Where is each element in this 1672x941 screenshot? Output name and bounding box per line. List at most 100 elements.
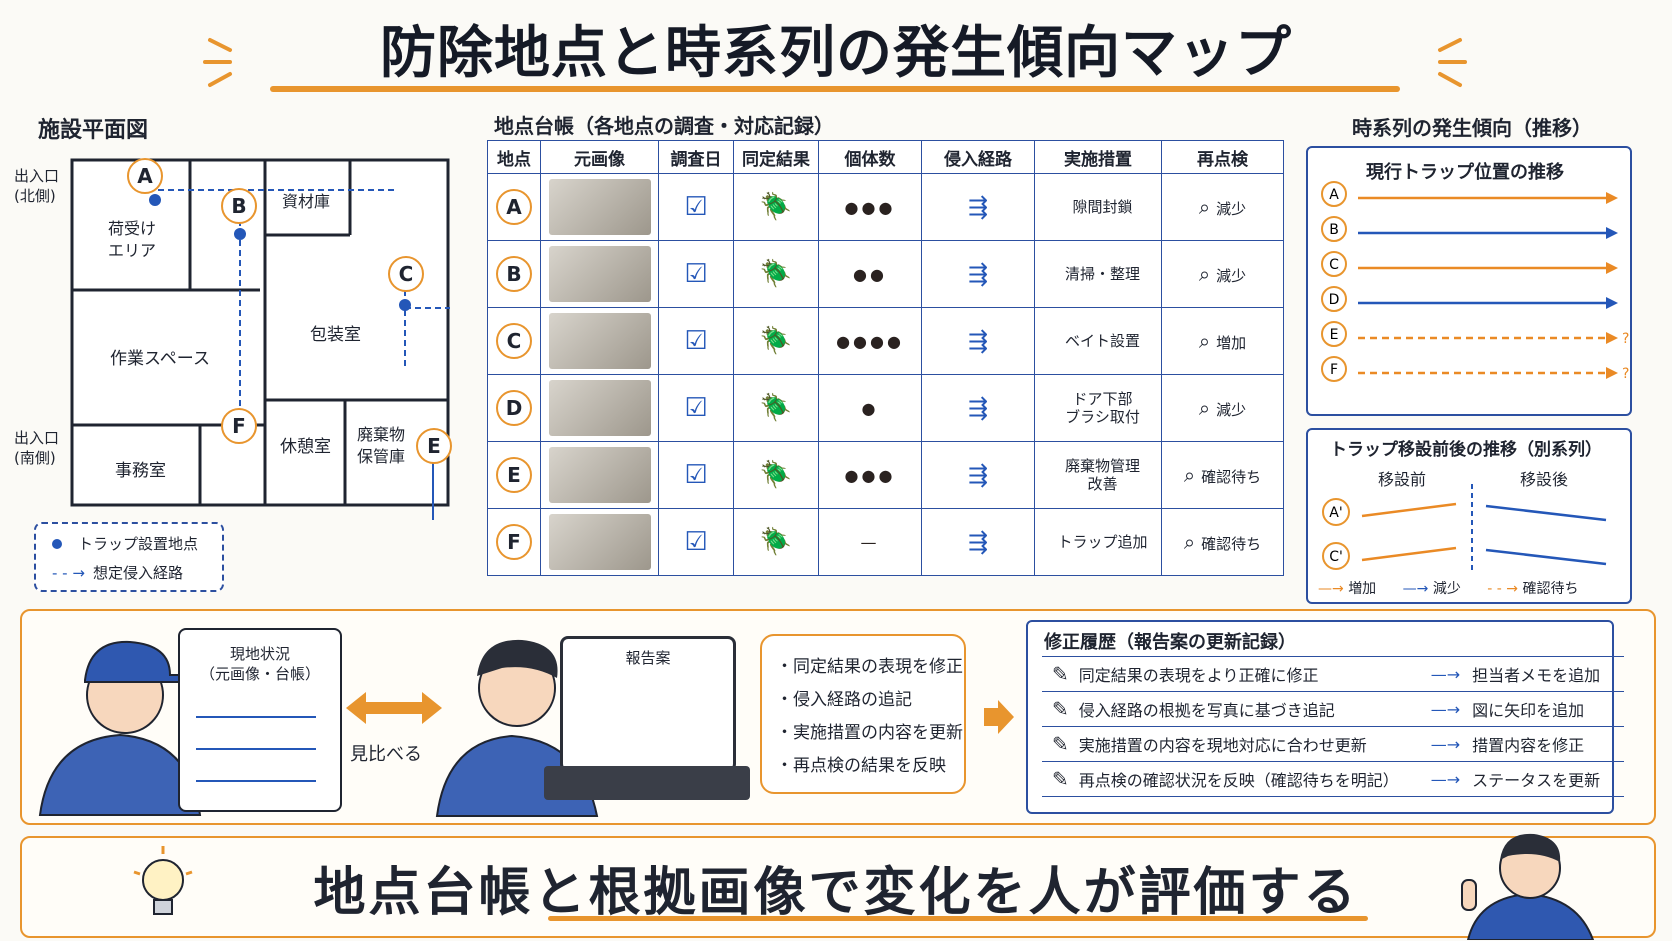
callout-item: ・侵入経路の追記 xyxy=(776,690,912,710)
edit-callout: ・同定結果の表現を修正 ・侵入経路の追記 ・実施措置の内容を更新 ・再点検の結果… xyxy=(760,634,966,794)
floorplan-point-a[interactable]: A xyxy=(127,158,163,194)
ledger-route-cell: ⇶ xyxy=(921,307,1035,375)
history-row[interactable]: ✎侵入経路の根拠を写真に基づき追記—→図に矢印を追加 xyxy=(1042,692,1624,727)
ledger-count-cell: ● xyxy=(818,374,922,442)
pencil-icon: ✎ xyxy=(1052,732,1069,756)
insect-icon: 🪲 xyxy=(759,393,793,423)
insect-icon: 🪲 xyxy=(759,192,793,222)
ledger-identification-cell: 🪲 xyxy=(733,240,819,308)
ledger-identification-cell: 🪲 xyxy=(733,508,819,576)
floorplan-map xyxy=(70,158,450,520)
ledger-date-cell: ☑ xyxy=(658,441,734,509)
svg-text:B: B xyxy=(1329,222,1339,238)
evidence-photo[interactable] xyxy=(548,380,651,436)
ledger-count-cell: ●●● xyxy=(818,173,922,241)
ledger-date-cell: ☑ xyxy=(658,240,734,308)
recheck-status: 確認待ち xyxy=(1201,535,1262,553)
history-row[interactable]: ✎実施措置の内容を現地対応に合わせ更新—→措置内容を修正 xyxy=(1042,727,1624,762)
header-recheck: 再点検 xyxy=(1161,140,1284,174)
insect-count: ● xyxy=(861,398,879,418)
svg-text:E: E xyxy=(1330,327,1339,343)
ledger-route-cell: ⇶ xyxy=(921,441,1035,509)
entry-route-icon: ⇶ xyxy=(967,528,989,556)
recheck-status: 減少 xyxy=(1216,401,1247,419)
room-waste: 廃棄物 保管庫 xyxy=(357,425,406,466)
page-title: 防除地点と時系列の発生傾向マップ xyxy=(380,21,1292,86)
clipboard: 現地状況 （元画像・台帳） xyxy=(178,628,342,812)
ledger-row[interactable]: E☑🪲●●●⇶廃棄物管理 改善⌕確認待ち xyxy=(487,441,1284,509)
ledger-identification-cell: 🪲 xyxy=(733,441,819,509)
trend-series-a: A xyxy=(1321,181,1618,207)
evidence-photo[interactable] xyxy=(548,179,651,235)
history-change: 侵入経路の根拠を写真に基づき追記 xyxy=(1078,701,1335,720)
entry-route-icon: ⇶ xyxy=(967,461,989,489)
ledger-row[interactable]: A☑🪲●●●⇶隙間封鎖⌕減少 xyxy=(487,173,1284,241)
clipboard-check-icon: ☑ xyxy=(684,460,708,490)
measure-text: ドア下部 ブラシ取付 xyxy=(1065,390,1140,426)
compare-label: 見比べる xyxy=(350,744,422,765)
ledger-image-cell xyxy=(540,173,659,241)
ledger-row[interactable]: C☑🪲●●●●⇶ベイト設置⌕増加 xyxy=(487,307,1284,375)
evidence-photo[interactable] xyxy=(548,447,651,503)
floorplan-point-e[interactable]: E xyxy=(416,428,452,464)
svg-text:F: F xyxy=(1330,362,1338,378)
header-image: 元画像 xyxy=(540,140,659,174)
recheck-status: 減少 xyxy=(1216,267,1247,285)
header-date: 調査日 xyxy=(658,140,734,174)
ledger-header-row: 地点 元画像 調査日 同定結果 個体数 侵入経路 実施措置 再点検 xyxy=(487,140,1284,174)
ledger-row[interactable]: B☑🪲●●⇶清掃・整理⌕減少 xyxy=(487,240,1284,308)
floorplan-point-f[interactable]: F xyxy=(221,408,257,444)
trend-series-f: F? xyxy=(1321,356,1629,382)
ledger-identification-cell: 🪲 xyxy=(733,307,819,375)
ledger-point-badge[interactable]: E xyxy=(496,457,532,493)
ledger-point-badge[interactable]: F xyxy=(496,524,532,560)
pending-arrow-icon: - - → xyxy=(1487,581,1519,597)
measure-text: 廃棄物管理 改善 xyxy=(1064,457,1140,493)
clipboard-check-icon: ☑ xyxy=(684,192,708,222)
ledger-route-cell: ⇶ xyxy=(921,173,1035,241)
floorplan-point-c[interactable]: C xyxy=(388,256,424,292)
ledger-measure-cell: ドア下部 ブラシ取付 xyxy=(1034,374,1162,442)
svg-text:A': A' xyxy=(1329,505,1342,521)
entry-route-icon: ⇶ xyxy=(967,193,989,221)
ledger-image-cell xyxy=(540,240,659,308)
ledger-point-badge[interactable]: B xyxy=(496,256,532,292)
ledger-row[interactable]: D☑🪲●⇶ドア下部 ブラシ取付⌕減少 xyxy=(487,374,1284,442)
trend-series-b: B xyxy=(1321,216,1618,242)
floorplan-point-b[interactable]: B xyxy=(221,188,257,224)
svg-text:?: ? xyxy=(1622,331,1629,347)
relocated-series-c: C' xyxy=(1322,542,1607,570)
trend-series-d: D xyxy=(1321,286,1618,312)
ledger-point-badge[interactable]: D xyxy=(496,390,532,426)
ledger-image-cell xyxy=(540,441,659,509)
ledger-point-badge[interactable]: C xyxy=(496,323,532,359)
ledger-image-cell xyxy=(540,508,659,576)
relocation-title: トラップ移設前後の推移（別系列） xyxy=(1330,440,1602,460)
insect-icon: 🪲 xyxy=(759,259,793,289)
evidence-photo[interactable] xyxy=(548,514,651,570)
insect-icon: 🪲 xyxy=(759,527,793,557)
history-row[interactable]: ✎同定結果の表現をより正確に修正—→担当者メモを追加 xyxy=(1042,657,1624,692)
history-panel xyxy=(1026,620,1614,814)
ledger-label: 地点台帳（各地点の調査・対応記録） xyxy=(494,114,834,138)
ledger-route-cell: ⇶ xyxy=(921,374,1035,442)
ledger-point-badge[interactable]: A xyxy=(496,189,532,225)
measure-text: 清掃・整理 xyxy=(1064,265,1140,283)
trend-series-c: C xyxy=(1321,251,1618,277)
ledger-date-cell: ☑ xyxy=(658,508,734,576)
presenter-person-icon xyxy=(1461,833,1595,940)
recheck-status: 確認待ち xyxy=(1201,468,1262,486)
ledger-point-cell: E xyxy=(487,441,541,509)
evidence-photo[interactable] xyxy=(548,313,651,369)
ledger-row[interactable]: F☑🪲—⇶トラップ追加⌕確認待ち xyxy=(487,508,1284,576)
history-row[interactable]: ✎再点検の確認状況を反映（確認待ちを明記）—→ステータスを更新 xyxy=(1042,762,1624,797)
magnifier-icon: ⌕ xyxy=(1198,329,1211,353)
evidence-photo[interactable] xyxy=(548,246,651,302)
ledger-measure-cell: 隙間封鎖 xyxy=(1034,173,1162,241)
increase-arrow-icon: —→ xyxy=(1318,581,1344,597)
ledger-image-cell xyxy=(540,374,659,442)
arrow-right-icon: —→ xyxy=(1430,664,1461,684)
dashed-arrow-icon: - - → xyxy=(52,564,85,582)
compare-arrow-icon xyxy=(346,692,442,724)
